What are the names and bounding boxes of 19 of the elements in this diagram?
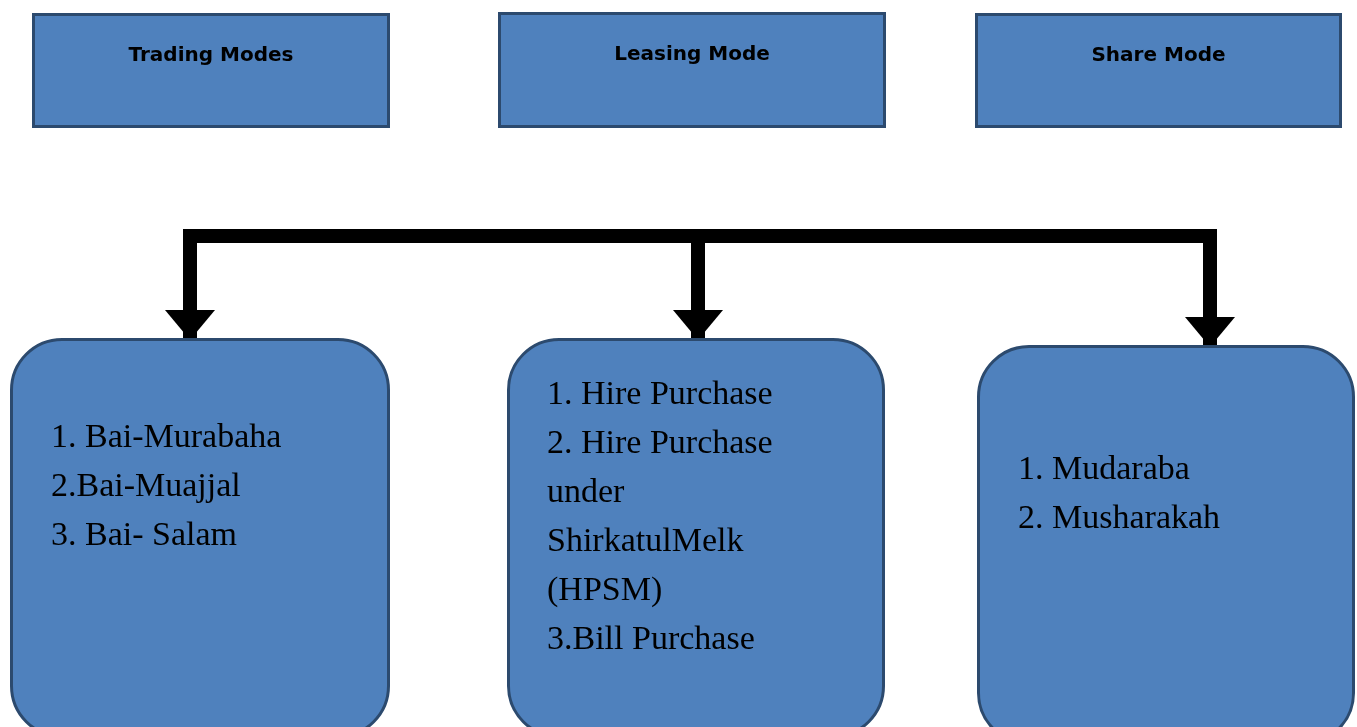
list-item: 3. Bai- Salam bbox=[51, 514, 239, 554]
mode-box bbox=[32, 13, 390, 128]
rounded-box bbox=[10, 338, 390, 727]
list-item: 2. Hire Purchase under ShirkatulMelk (HPSM) bbox=[547, 422, 774, 609]
list-item: 1. Hire Purchase bbox=[547, 373, 774, 413]
list-item: 1. Bai-Murabaha bbox=[51, 416, 283, 456]
arrow bbox=[165, 229, 698, 340]
list-item: 1. Mudaraba bbox=[1018, 448, 1191, 488]
list-item: 2.Bai-Muajjal bbox=[51, 465, 242, 505]
rounded-box bbox=[507, 338, 885, 727]
list-item: 2. Musharakah bbox=[1018, 497, 1222, 537]
mode-title: Trading Modes bbox=[128, 42, 294, 66]
mode-title: Leasing Mode bbox=[614, 41, 770, 65]
mode-box bbox=[975, 13, 1342, 128]
list-item: 3.Bill Purchase bbox=[547, 618, 756, 658]
mode-title: Share Mode bbox=[1091, 42, 1226, 66]
mode-box bbox=[498, 12, 886, 128]
arrow bbox=[698, 229, 1235, 347]
rounded-box bbox=[977, 345, 1355, 727]
